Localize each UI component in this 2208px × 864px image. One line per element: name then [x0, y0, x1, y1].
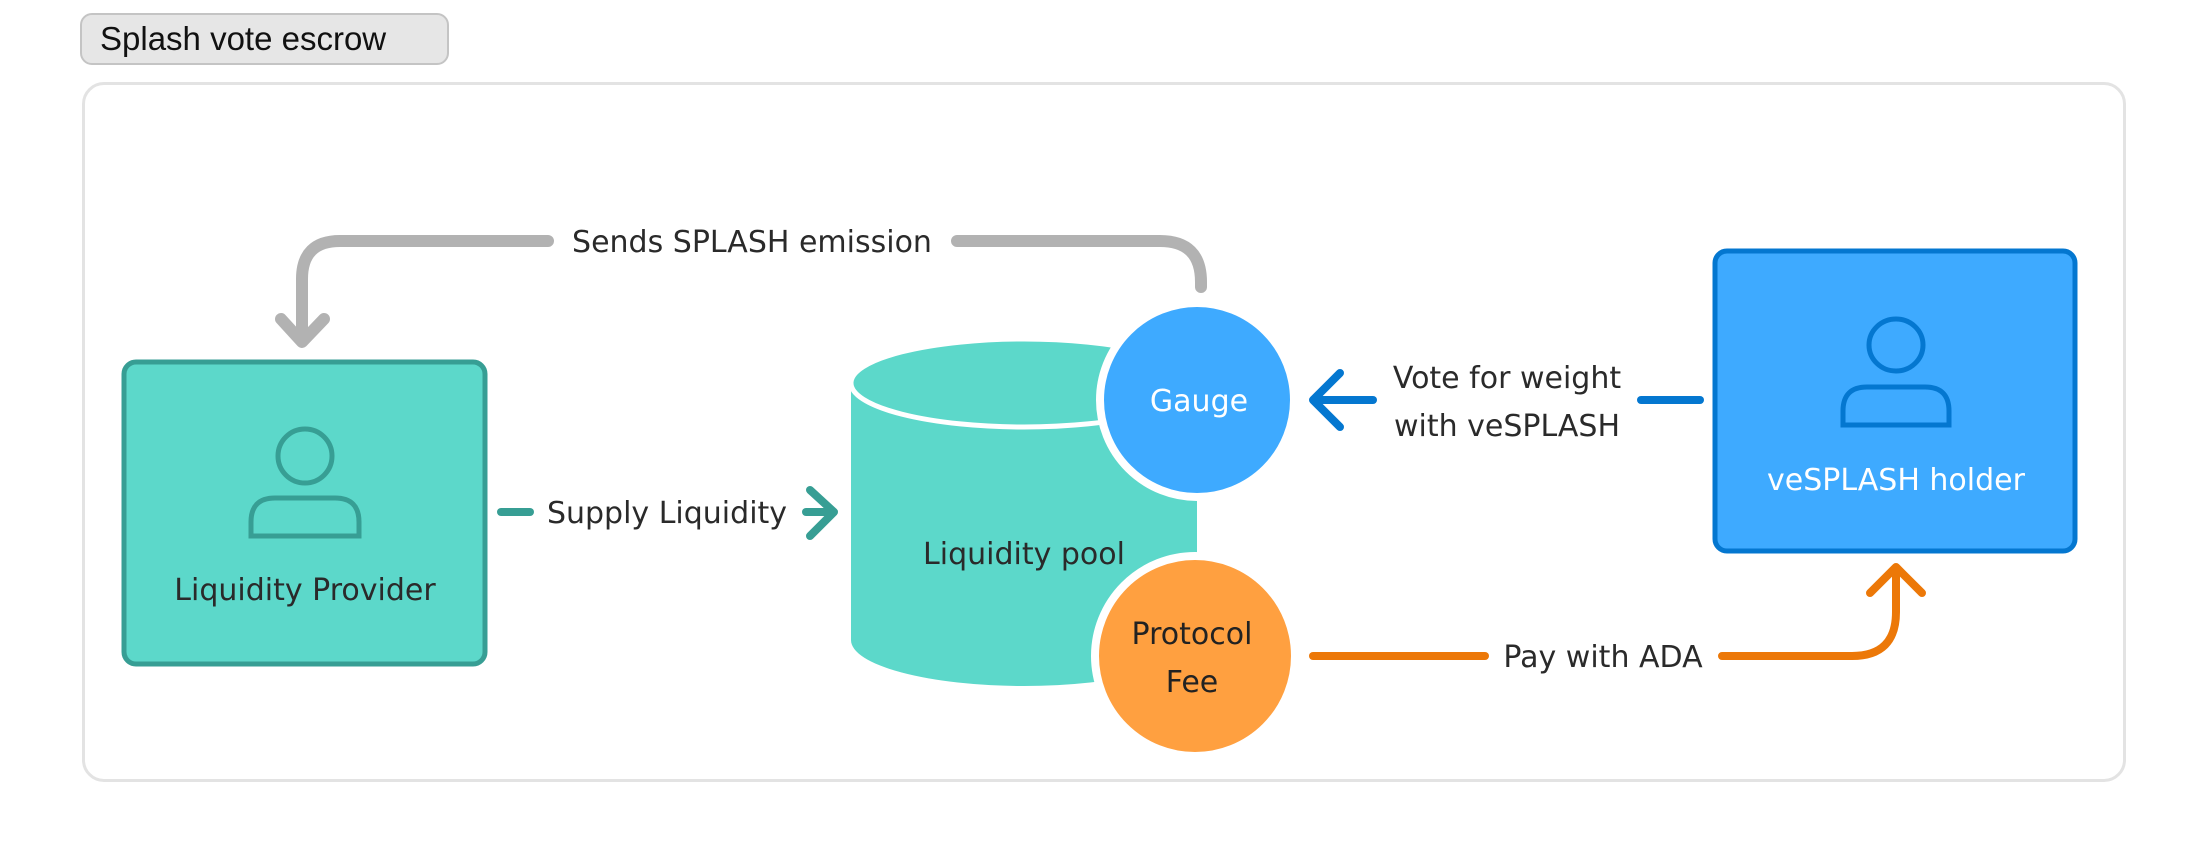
user-icon [248, 426, 362, 539]
node-gauge[interactable]: Gauge [1096, 299, 1298, 501]
protocol-fee-label-line2: Fee [1166, 665, 1219, 700]
vesplash-holder-label: veSPLASH holder [1767, 463, 2026, 498]
edge-pay [1309, 563, 1926, 660]
node-vesplash-holder[interactable]: veSPLASH holder [1712, 248, 2078, 554]
edge-supply [497, 486, 838, 540]
protocol-fee-label-line1: Protocol [1132, 617, 1253, 652]
edge-vote [1309, 369, 1704, 431]
pay-label: Pay with ADA [1503, 640, 1703, 675]
pay-arrowhead [1866, 563, 1926, 597]
emission-line-right [951, 235, 1207, 293]
gauge-label: Gauge [1150, 384, 1248, 419]
liquidity-provider-label: Liquidity Provider [174, 573, 436, 608]
emission-arrowhead [275, 313, 330, 348]
emission-line-left [296, 235, 554, 346]
vote-label-line1: Vote for weight [1393, 361, 1621, 396]
user-icon [1840, 316, 1952, 428]
supply-label: Supply Liquidity [547, 496, 787, 531]
vote-label-line2: with veSPLASH [1394, 409, 1620, 444]
edge-emission [275, 235, 1207, 348]
emission-label: Sends SPLASH emission [572, 225, 932, 260]
pay-line-right [1718, 566, 1900, 660]
node-liquidity-provider[interactable]: Liquidity Provider [121, 359, 488, 667]
diagram-title-tab[interactable]: Splash vote escrow [80, 13, 449, 65]
liquidity-pool-label: Liquidity pool [923, 537, 1125, 572]
node-protocol-fee[interactable]: Protocol Fee [1091, 552, 1299, 760]
